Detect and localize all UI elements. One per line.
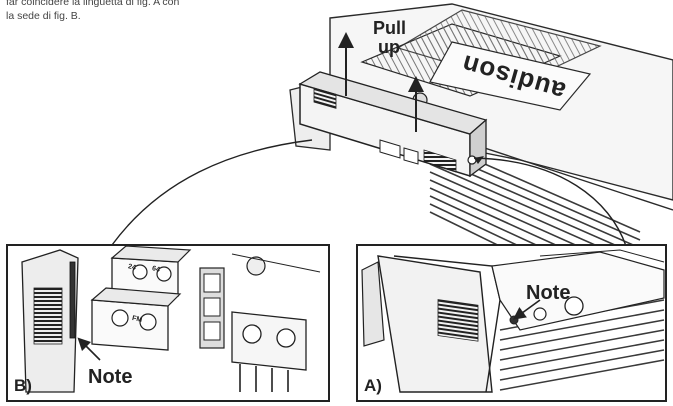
inset-a-panel-label: A) — [364, 376, 382, 395]
callout-curve-left — [111, 139, 313, 246]
caption-line-2: la sede di fig. B. — [6, 10, 81, 22]
up-label: up — [378, 37, 400, 57]
amplifier-drawing — [289, 3, 673, 257]
inset-b-panel — [6, 244, 330, 402]
terminal-mark-24: 24 — [127, 263, 137, 272]
inset-a-note-label: Note — [526, 282, 571, 304]
pull-label: Pull — [373, 18, 407, 38]
terminal-mark-64: 64 — [151, 265, 161, 274]
caption-line-1: far coincidere la linguetta di fig. A co… — [6, 0, 180, 8]
inset-b-panel-label: B) — [14, 376, 32, 395]
arrow-up-icon — [338, 32, 424, 132]
inset-a-panel — [356, 244, 667, 402]
inset-b-note-label: Note — [88, 366, 133, 388]
callout-curve-right — [473, 157, 627, 247]
